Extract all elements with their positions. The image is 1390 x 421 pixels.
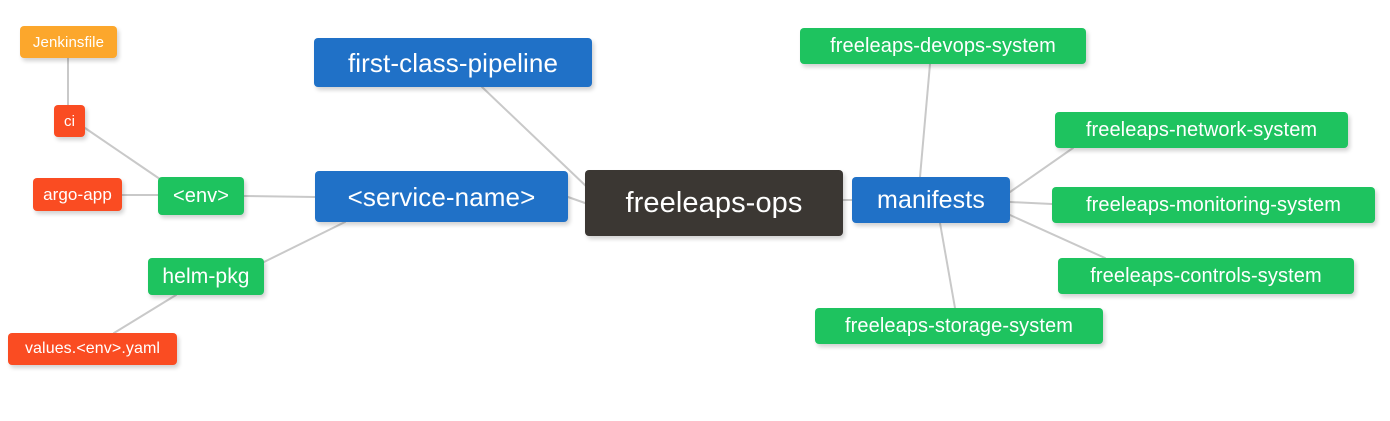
node-label: first-class-pipeline — [347, 47, 559, 78]
node-root[interactable]: freeleaps-ops — [585, 170, 843, 236]
node-service[interactable]: <service-name> — [315, 171, 568, 222]
edge-manifests-storage — [939, 222, 956, 309]
node-monitoring[interactable]: freeleaps-monitoring-system — [1052, 187, 1375, 223]
node-label: freeleaps-devops-system — [830, 35, 1056, 57]
node-label: helm-pkg — [162, 265, 250, 288]
node-label: <service-name> — [347, 181, 536, 212]
node-pipeline[interactable]: first-class-pipeline — [314, 38, 592, 87]
edge-service-helm — [263, 221, 346, 263]
node-label: ci — [63, 112, 76, 130]
node-label: <env> — [172, 185, 230, 207]
edge-service-env — [243, 195, 316, 198]
node-manifests[interactable]: manifests — [852, 177, 1010, 223]
node-devops[interactable]: freeleaps-devops-system — [800, 28, 1086, 64]
node-controls[interactable]: freeleaps-controls-system — [1058, 258, 1354, 294]
node-jenkinsfile[interactable]: Jenkinsfile — [20, 26, 117, 58]
node-label: freeleaps-ops — [625, 186, 803, 219]
node-label: freeleaps-storage-system — [844, 315, 1074, 337]
node-label: freeleaps-network-system — [1085, 119, 1318, 141]
node-label: Jenkinsfile — [32, 33, 105, 51]
edge-manifests-monitoring — [1009, 201, 1053, 205]
node-network[interactable]: freeleaps-network-system — [1055, 112, 1348, 148]
node-argo[interactable]: argo-app — [33, 178, 122, 211]
edge-root-service — [567, 196, 586, 204]
node-storage[interactable]: freeleaps-storage-system — [815, 308, 1103, 344]
edge-helm-values — [113, 294, 177, 334]
node-label: freeleaps-monitoring-system — [1085, 194, 1341, 216]
node-label: argo-app — [43, 185, 112, 204]
node-helm[interactable]: helm-pkg — [148, 258, 264, 295]
edge-manifests-devops — [919, 63, 931, 178]
node-label: values.<env>.yaml — [24, 340, 161, 357]
node-env[interactable]: <env> — [158, 177, 244, 215]
node-label: manifests — [877, 185, 985, 214]
node-values[interactable]: values.<env>.yaml — [8, 333, 177, 365]
node-label: freeleaps-controls-system — [1090, 265, 1322, 287]
edge-manifests-network — [1009, 147, 1074, 193]
node-ci[interactable]: ci — [54, 105, 85, 137]
